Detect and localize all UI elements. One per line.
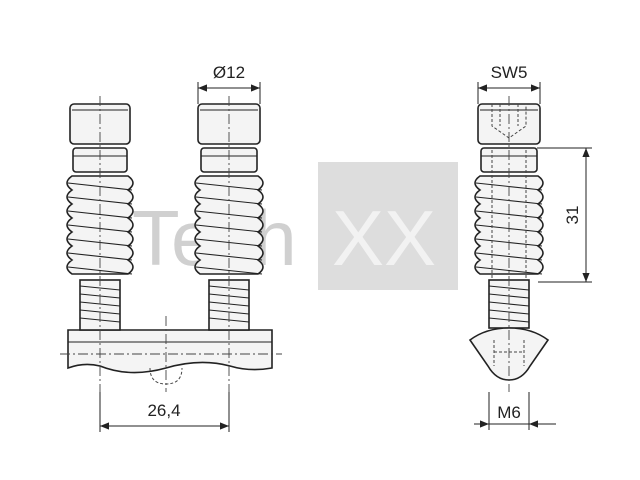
diameter-label: Ø12: [213, 63, 245, 82]
wrench-size-label: SW5: [491, 63, 528, 82]
watermark: Tech XX: [132, 162, 458, 290]
watermark-box: [318, 162, 458, 290]
length-label: 31: [563, 206, 582, 225]
spacing-label: 26,4: [147, 401, 180, 420]
diameter-dimension: Ø12: [197, 63, 261, 104]
side-view-bolt: SW5 31 M6: [468, 63, 592, 430]
thread-label: M6: [497, 403, 521, 422]
watermark-text-right: XX: [332, 194, 436, 282]
inner-bore-hidden: [491, 150, 527, 280]
base-plate: [67, 329, 273, 374]
spacing-dimension: 26,4: [99, 392, 230, 432]
front-view-assembly: Ø12 26,4: [60, 63, 282, 432]
thread-dimension: M6: [474, 392, 556, 430]
wrench-size-dimension: SW5: [477, 63, 541, 104]
length-dimension: 31: [537, 147, 592, 283]
